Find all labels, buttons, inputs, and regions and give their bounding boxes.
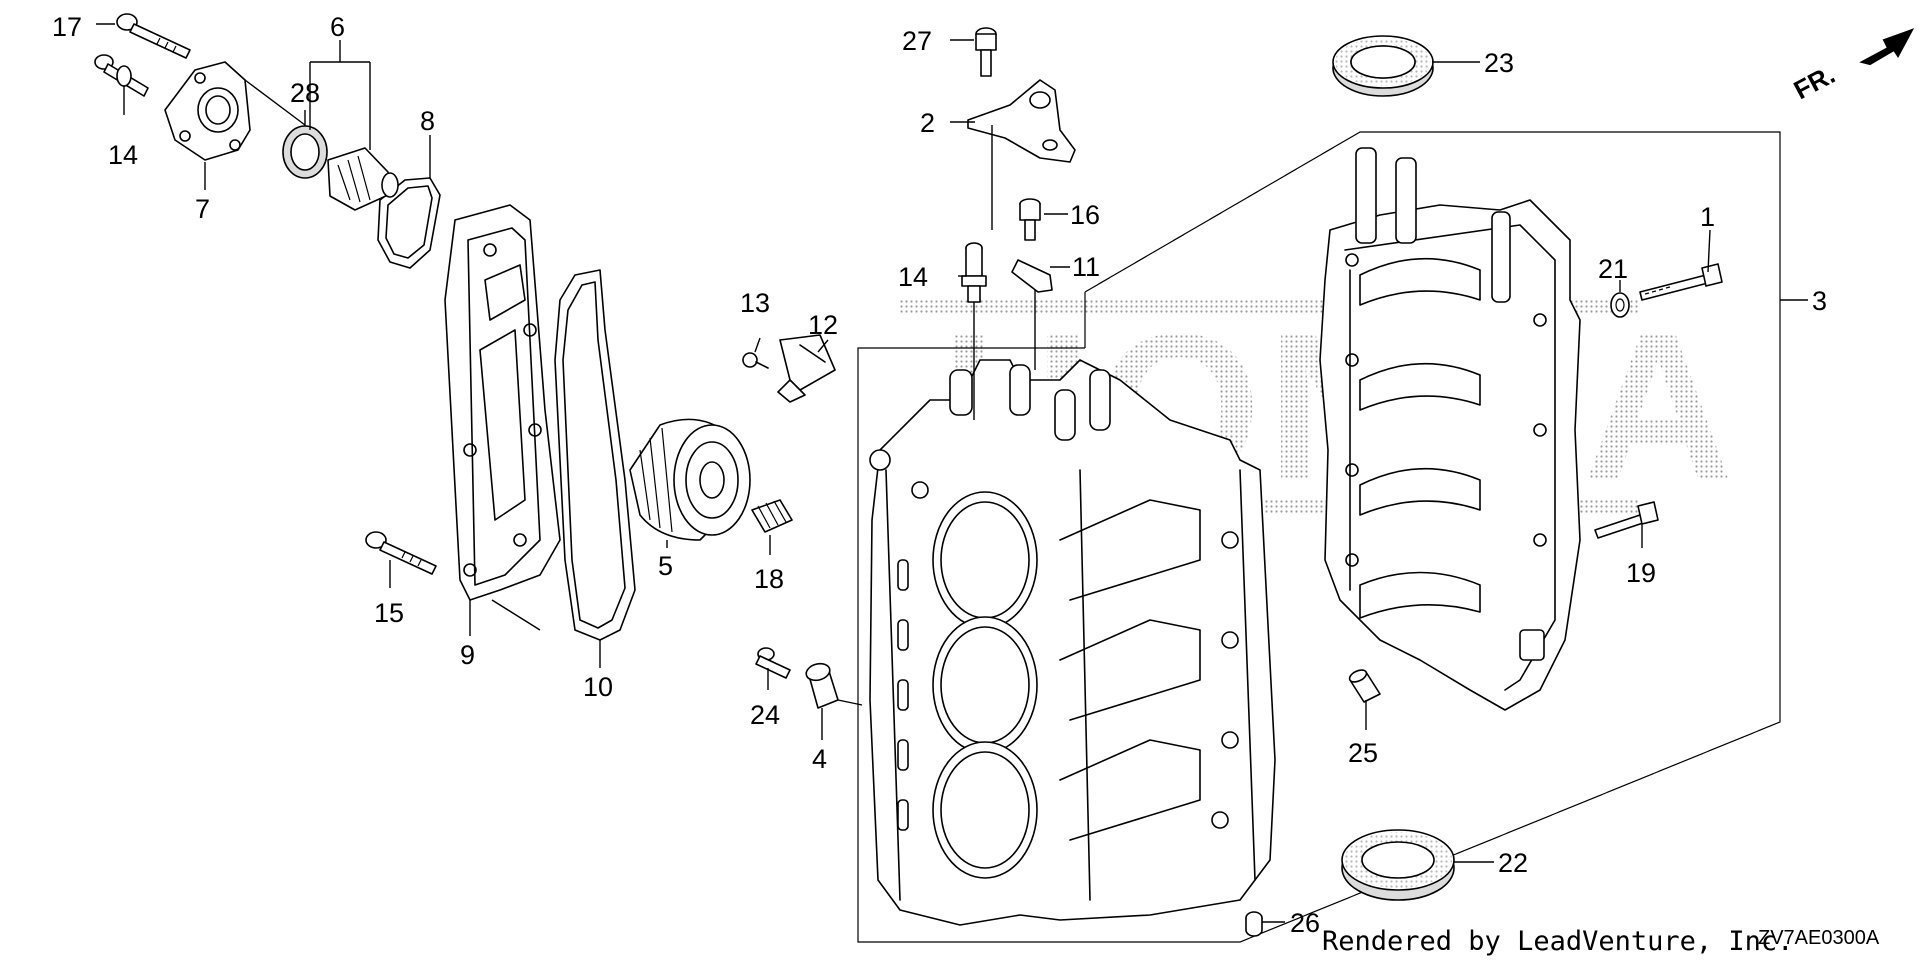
direction-label: FR. [1789,59,1840,105]
label-part-7: 7 [195,194,210,224]
label-part-13: 13 [740,288,770,318]
part-bolt-1 [1639,263,1723,301]
part-cylinder-block [869,359,1276,926]
part-thermostat-6 [327,147,399,211]
label-part-16: 16 [1070,200,1100,230]
part-number-labels: 1 2 3 4 5 6 7 8 9 10 11 12 13 14 14 15 1… [52,12,1827,938]
label-part-25: 25 [1348,738,1378,768]
label-part-9: 9 [460,640,475,670]
front-direction-indicator: FR. [1789,28,1915,105]
label-part-26: 26 [1290,908,1320,938]
part-cover-9 [444,204,561,601]
part-screw-13 [742,352,769,369]
label-part-14-right: 14 [898,262,928,292]
cylinder-bores [932,491,1038,879]
part-bolt-14-right [961,242,987,303]
part-sensor-12 [777,334,836,403]
label-part-17: 17 [52,12,82,42]
part-bolt-19 [1594,501,1659,539]
label-part-4: 4 [812,744,827,774]
label-part-5: 5 [658,551,673,581]
assembly-boundary [857,131,1808,943]
part-seal-28 [282,125,328,179]
label-part-18: 18 [754,564,784,594]
part-oil-filter-5 [629,418,751,541]
label-part-6: 6 [330,12,345,42]
label-part-2: 2 [920,108,935,138]
part-dowel-25 [1348,669,1381,703]
label-part-3: 3 [1812,286,1827,316]
part-bolt-15 [365,531,437,575]
part-bolt-14-left [94,54,149,97]
label-part-8: 8 [420,106,435,136]
label-part-11: 11 [1072,252,1100,282]
part-gasket-10 [554,269,636,641]
part-gasket-8 [377,177,441,269]
label-part-12: 12 [808,310,838,340]
part-clip-11 [1011,259,1053,293]
label-part-19: 19 [1626,558,1656,588]
label-part-14-left: 14 [108,140,138,170]
render-credit: Rendered by LeadVenture, Inc. [1322,926,1793,957]
label-part-21: 21 [1598,254,1628,284]
part-bracket-2 [967,79,1076,163]
label-part-28: 28 [290,78,320,108]
part-bolt-17 [116,13,191,59]
part-nipple-18 [751,499,793,533]
label-part-24: 24 [750,700,780,730]
label-part-1: 1 [1700,202,1715,232]
part-bolt-24 [755,647,791,679]
label-part-22: 22 [1498,848,1528,878]
part-oil-seal-22 [1341,829,1455,901]
label-part-23: 23 [1484,48,1514,78]
part-oil-seal-23 [1332,35,1434,97]
label-part-15: 15 [374,598,404,628]
part-washer-21 [1610,292,1630,318]
part-bolt-27 [975,27,997,77]
part-dowel-26 [1245,911,1263,937]
arrow-icon [1859,28,1915,66]
part-bolt-16 [1019,198,1041,241]
diagram-code: ZV7AE0300A [1758,927,1880,949]
part-grommet-4 [805,662,839,709]
part-crankcase-3 [1319,147,1581,711]
label-part-27: 27 [902,26,932,56]
part-thermostat-cover-7 [164,61,251,161]
label-part-10: 10 [583,672,613,702]
leader-lines [96,23,1711,923]
